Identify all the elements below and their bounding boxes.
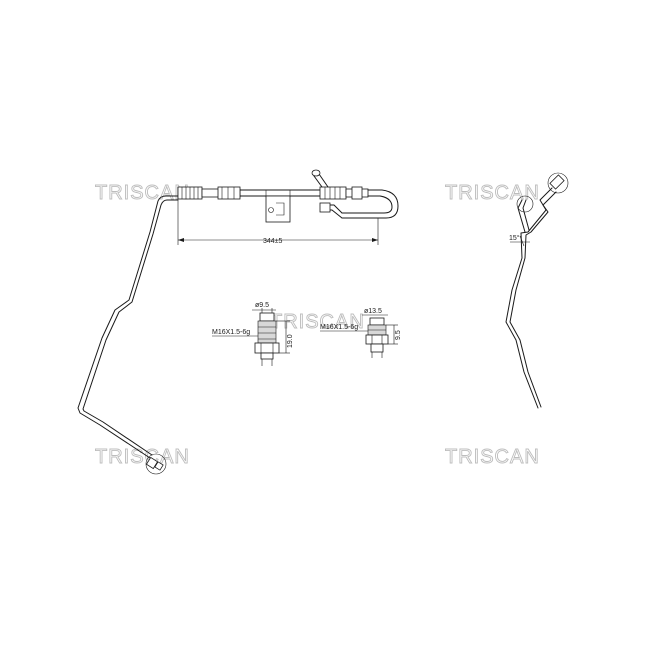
watermark-center: TRISCAN xyxy=(270,311,365,333)
mounting-bracket xyxy=(265,190,291,223)
side-view-top-fitting-circle xyxy=(547,172,569,194)
fitting-right-hex xyxy=(365,334,389,345)
brake-line-side-view: 15° xyxy=(505,172,569,409)
brake-pipe-inner xyxy=(82,199,179,456)
fitting-left-length: 19.0 xyxy=(287,334,294,348)
hose-fitting-right xyxy=(311,169,399,219)
bracket-hole xyxy=(268,207,274,213)
fitting-right-length: 9.5 xyxy=(395,330,402,340)
side-pipe-inner xyxy=(509,191,557,408)
fitting-right-diameter: ø13.5 xyxy=(364,308,382,315)
brake-pipe-outer xyxy=(77,195,179,459)
watermark-group: TRISCAN TRISCAN TRISCAN TRISCAN TRISCAN xyxy=(95,182,540,469)
watermark-top-left: TRISCAN xyxy=(95,182,190,204)
dimension-length: 344±5 xyxy=(177,200,379,245)
angle-label: 15° xyxy=(509,234,520,242)
watermark-bottom-left: TRISCAN xyxy=(95,446,190,468)
stub-end-fitting xyxy=(311,169,321,177)
hose-fitting-left xyxy=(177,186,241,200)
end-fitting-circle xyxy=(145,453,167,475)
fitting-left-hex xyxy=(254,342,280,354)
fitting-detail-left: ø9.5 M16X1.5-6g 19.0 xyxy=(212,302,294,366)
bracket-plate xyxy=(265,195,291,223)
fitting-right-thread-label: M16X1.5-6g xyxy=(320,324,358,331)
fitting-detail-right: ø13.5 M16X1.5-6g 9.5 xyxy=(320,308,402,358)
fitting-left-thread-body xyxy=(257,320,277,344)
fitting-left-diameter: ø9.5 xyxy=(255,302,269,309)
side-view-bend-circle xyxy=(516,195,534,213)
pipe-end-fitting xyxy=(145,453,167,475)
fitting-left-thread-label: M16X1.5-6g xyxy=(212,329,250,336)
brake-line-main-view: 344±5 xyxy=(77,169,399,475)
watermark-top-right: TRISCAN xyxy=(445,182,540,204)
fitting-right-body xyxy=(319,186,347,200)
watermark-bottom-right: TRISCAN xyxy=(445,446,540,468)
dimension-length-label: 344±5 xyxy=(263,238,283,245)
